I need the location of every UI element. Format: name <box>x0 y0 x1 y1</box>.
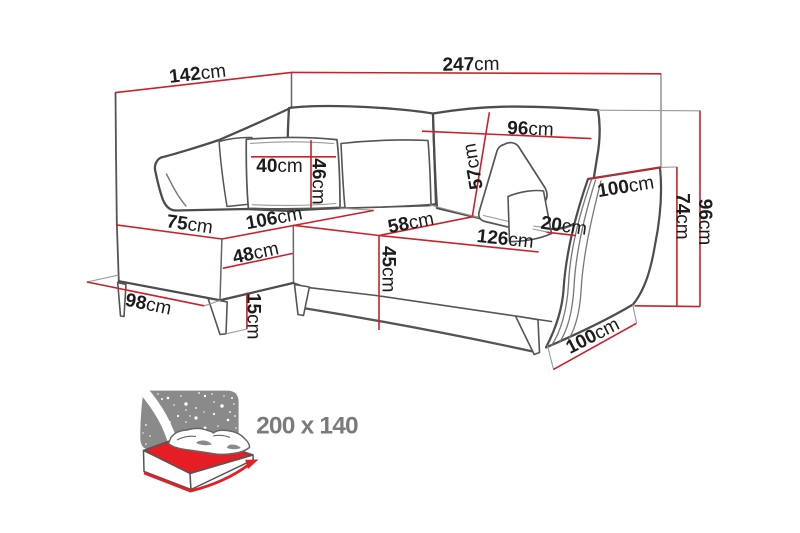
svg-text:74cm: 74cm <box>672 193 693 239</box>
svg-text:57cm: 57cm <box>459 142 487 191</box>
svg-text:58cm: 58cm <box>386 209 436 238</box>
svg-text:96cm: 96cm <box>507 118 554 141</box>
svg-text:75cm: 75cm <box>165 211 214 238</box>
svg-text:100cm: 100cm <box>596 172 656 202</box>
svg-text:98cm: 98cm <box>123 290 173 320</box>
svg-text:126cm: 126cm <box>476 226 535 253</box>
svg-text:15cm: 15cm <box>242 293 263 339</box>
svg-text:200 x 140: 200 x 140 <box>256 413 358 440</box>
svg-text:48cm: 48cm <box>231 238 281 268</box>
svg-text:45cm: 45cm <box>378 246 399 292</box>
svg-text:40cm: 40cm <box>256 156 302 177</box>
svg-text:20cm: 20cm <box>539 213 588 240</box>
svg-text:247cm: 247cm <box>442 54 499 76</box>
svg-text:46cm: 46cm <box>307 158 328 204</box>
svg-text:96cm: 96cm <box>694 199 715 245</box>
svg-text:142cm: 142cm <box>168 61 227 88</box>
